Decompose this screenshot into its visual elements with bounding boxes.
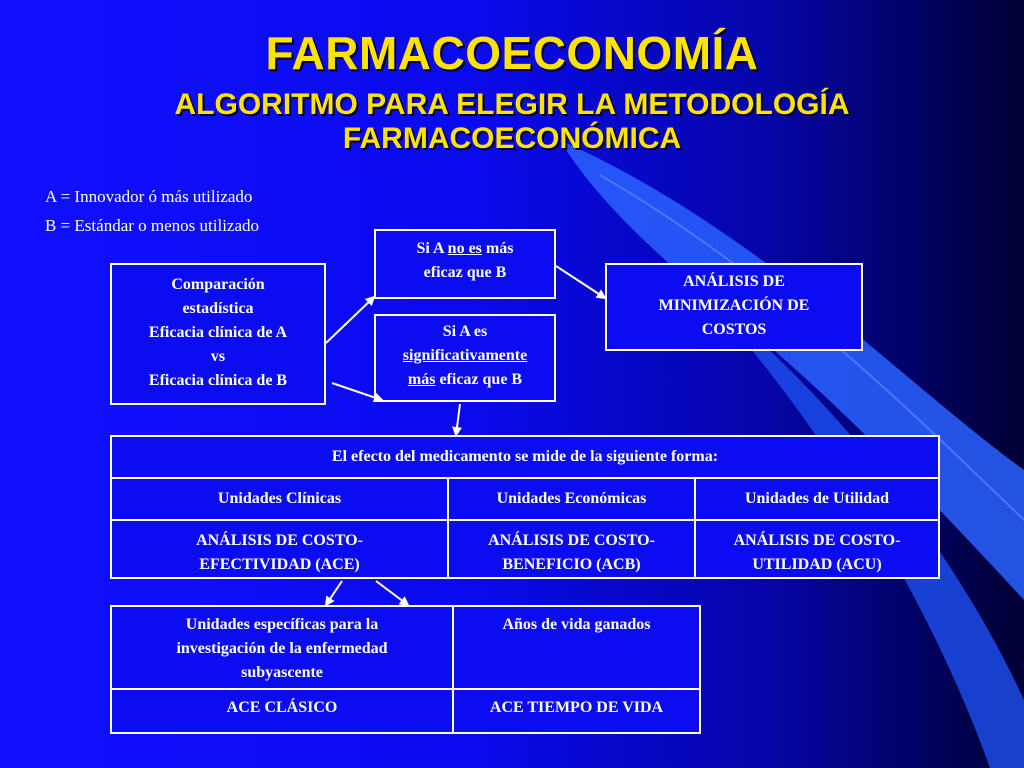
comparison-line-3: Eficacia clínica de A — [148, 324, 288, 341]
cost-minimization-line-2: MINIMIZACIÓN DE — [658, 297, 810, 314]
not-more-effective-underlined: no es — [447, 240, 482, 257]
comparison-line-5: Eficacia clínica de B — [148, 372, 288, 389]
unit-utility: Unidades de Utilidad — [694, 477, 940, 521]
comparison-line-4: vs — [210, 348, 226, 365]
legend-b: B = Estándar o menos utilizado — [45, 216, 260, 235]
unit-clinical: Unidades Clínicas — [110, 477, 449, 521]
not-more-effective-post: más — [481, 240, 514, 257]
subtitle-line-1: ALGORITMO PARA ELEGIR LA METODOLOGÍA — [174, 88, 850, 121]
cost-minimization-line-1: ANÁLISIS DE — [683, 273, 785, 290]
analysis-acu: ANÁLISIS DE COSTO- UTILIDAD (ACU) — [694, 519, 940, 579]
analysis-ace-line-2: EFECTIVIDAD (ACE) — [199, 556, 360, 573]
effect-table-header: El efecto del medicamento se mide de la … — [110, 435, 940, 479]
significantly-more-effective-box: Si A es significativamente más eficaz qu… — [374, 314, 556, 402]
comparison-line-1: Comparación — [171, 276, 265, 293]
subtitle: ALGORITMO PARA ELEGIR LA METODOLOGÍA FAR… — [0, 88, 1024, 156]
ace-types-table: Unidades específicas para la investigaci… — [110, 605, 701, 734]
analysis-acu-line-1: ANÁLISIS DE COSTO- — [733, 532, 901, 549]
cost-minimization-box: ANÁLISIS DE MINIMIZACIÓN DE COSTOS — [605, 263, 863, 351]
analysis-acb-line-1: ANÁLISIS DE COSTO- — [488, 532, 655, 549]
main-title: FARMACOECONOMÍA — [265, 27, 759, 79]
specific-units-line-3: subyascente — [241, 664, 323, 681]
analysis-acb-line-2: BENEFICIO (ACB) — [502, 556, 641, 573]
cost-minimization-line-3: COSTOS — [701, 321, 767, 338]
analysis-acb: ANÁLISIS DE COSTO- BENEFICIO (ACB) — [447, 519, 696, 579]
not-more-effective-box: Si A no es más eficaz que B — [374, 229, 556, 299]
analysis-acu-line-2: UTILIDAD (ACU) — [752, 556, 882, 573]
significant-line-3: más eficaz que B — [408, 368, 522, 392]
ace-life-time-cell: ACE TIEMPO DE VIDA — [452, 688, 701, 734]
ace-classic-cell: ACE CLÁSICO — [110, 688, 454, 734]
not-more-effective-line-2: eficaz que B — [423, 264, 507, 281]
legend-a: A = Innovador ó más utilizado — [45, 187, 253, 206]
effect-measurement-table: El efecto del medicamento se mide de la … — [110, 435, 940, 579]
comparison-box: Comparación estadística Eficacia clínica… — [110, 263, 326, 405]
analysis-ace-line-1: ANÁLISIS DE COSTO- — [196, 532, 363, 549]
specific-units-line-2: investigación de la enfermedad — [176, 640, 388, 657]
unit-economic: Unidades Económicas — [447, 477, 696, 521]
subtitle-line-2: FARMACOECONÓMICA — [342, 122, 682, 155]
specific-units-line-1: Unidades específicas para la — [185, 616, 379, 633]
specific-units-cell: Unidades específicas para la investigaci… — [110, 605, 454, 690]
significant-line-2: significativamente — [402, 347, 528, 364]
not-more-effective-line-1: Si A no es más — [417, 237, 514, 261]
comparison-line-2: estadística — [182, 300, 254, 317]
significant-underlined: más — [407, 371, 436, 388]
analysis-ace: ANÁLISIS DE COSTO- EFECTIVIDAD (ACE) — [110, 519, 449, 579]
significant-line-1: Si A es — [442, 323, 488, 340]
not-more-effective-pre: Si A — [416, 240, 448, 257]
life-years-cell: Años de vida ganados — [452, 605, 701, 690]
significant-post: eficaz que B — [435, 371, 523, 388]
